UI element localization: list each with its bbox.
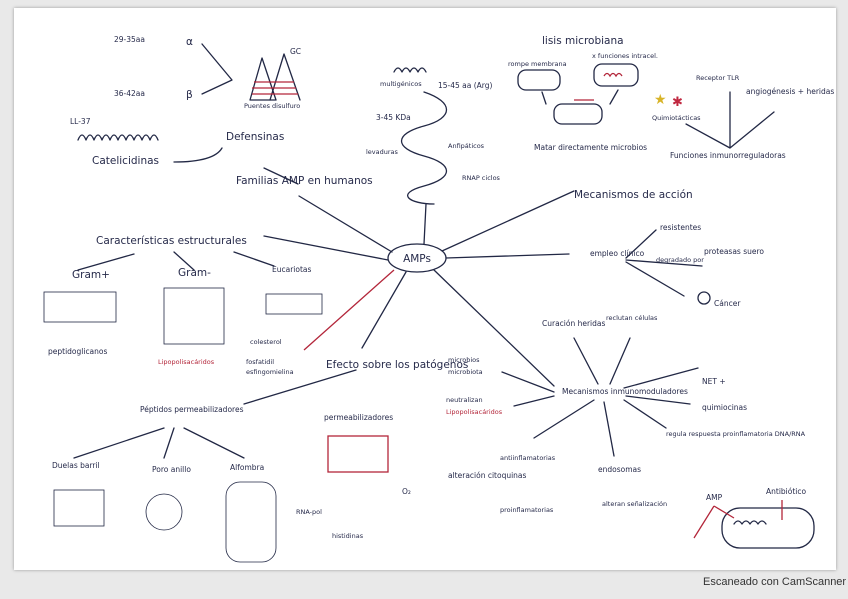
- radial-connectors: [263, 190, 575, 387]
- cancer-cell-icon: [697, 291, 711, 305]
- degradado-label: degradado por: [656, 256, 704, 264]
- x-microbios-label: microbios: [448, 356, 480, 364]
- alteran-label: alteran señalización: [602, 500, 667, 508]
- aa-size: 15-45 aa (Arg): [438, 81, 493, 90]
- microbiota-label: microbiota: [448, 368, 483, 376]
- puentes-label: Puentes disulfuro: [244, 102, 300, 110]
- kda-weight: 3-45 KDa: [376, 113, 411, 122]
- scanned-sheet: AMPs Familias AMP en humanos Defensinas …: [14, 8, 836, 570]
- eucariotas-label: Eucariotas: [272, 265, 312, 274]
- inmunomod-title: Mecanismos inmunomoduladores: [562, 387, 688, 396]
- funciones-arrows: [685, 91, 775, 149]
- colesterol-label: colesterol: [250, 338, 282, 346]
- ll37-label: LL-37: [70, 117, 91, 126]
- gram-neg-label: Gram-: [178, 267, 211, 279]
- beta-length: 36-42aa: [114, 89, 145, 98]
- center-label: AMPs: [403, 253, 431, 265]
- defensin-beta-sheet-icon: [249, 53, 301, 101]
- empleo-arrows: [625, 229, 703, 297]
- funciones-label: Funciones inmunorreguladoras: [670, 151, 786, 160]
- toroidal-pore-icon: [145, 493, 183, 531]
- rna-pol-label: RNA-pol: [296, 508, 322, 516]
- esfingomielina-label: esfingomielina: [246, 368, 294, 376]
- poro-label: Poro anillo: [152, 465, 191, 474]
- familias-title: Familias AMP en humanos: [236, 175, 373, 187]
- alpha-length: 29-35aa: [114, 35, 145, 44]
- alfombra-label: Alfombra: [230, 463, 264, 472]
- alpha-beta-arrows: [201, 43, 233, 95]
- membrane-diagrams: [43, 287, 323, 345]
- mind-map: AMPs Familias AMP en humanos Defensinas …: [43, 35, 834, 563]
- anfipaticos-label: Anfipáticos: [448, 142, 485, 150]
- beta-symbol: β: [186, 89, 193, 101]
- neutralizan-label: neutralizan: [446, 396, 483, 404]
- scanner-footer: Escaneado con CamScanner: [703, 576, 847, 588]
- ll37-helix-icon: [77, 134, 159, 141]
- gc-label: GC: [290, 47, 301, 56]
- rnap-label: RNAP ciclos: [462, 174, 501, 182]
- alteracion-label: alteración citoquinas: [448, 471, 527, 480]
- defensinas-label: Defensinas: [226, 131, 284, 143]
- gram-pos-label: Gram+: [72, 269, 110, 281]
- empleo-title: empleo clínico: [590, 249, 645, 258]
- resistentes-label: resistentes: [660, 223, 701, 232]
- bacterium-icon: [517, 69, 561, 91]
- endosomas-label: endosomas: [598, 465, 641, 474]
- alpha-symbol: α: [186, 36, 193, 48]
- flower-icon: ✱: [672, 95, 683, 110]
- peptidos-label: Péptidos permeabilizadores: [140, 405, 244, 414]
- receptor-label: Receptor TLR: [696, 74, 740, 82]
- peptidoglicanos-label: peptidoglicanos: [48, 347, 107, 356]
- bacterium-target-icon: [721, 507, 815, 549]
- mecanismos-title: Mecanismos de acción: [574, 189, 693, 201]
- catelicidinas-label: Catelicidinas: [92, 155, 159, 167]
- carpet-model-icon: [225, 481, 277, 563]
- antibiotico-label: Antibiótico: [766, 487, 806, 496]
- lps-label: Lipopolisacáridos: [158, 358, 215, 366]
- star-icon: ★: [654, 92, 667, 108]
- rompe-label: rompe membrana: [508, 60, 567, 68]
- antiinflamatorias-label: antiinflamatorias: [500, 454, 556, 462]
- curacion-label: Curación heridas: [542, 319, 605, 328]
- inmunomod-arrows: [501, 337, 699, 457]
- amp-label: AMP: [706, 493, 723, 502]
- membrane-icon: [327, 435, 389, 473]
- multigenes-label: multigénicos: [380, 80, 422, 88]
- proinflamatorias-label: proinflamatorias: [500, 506, 554, 514]
- efecto-title: Efecto sobre los patógenos: [326, 359, 468, 371]
- fosfatidil-label: fosfatidil: [246, 358, 274, 366]
- o2-label: O₂: [402, 487, 411, 496]
- net-label: NET +: [702, 377, 726, 386]
- caracteristicas-title: Características estructurales: [96, 235, 247, 247]
- regula-label: regula respuesta proinflamatoria DNA/RNA: [666, 430, 806, 438]
- quimiotacticas-label: Quimiotácticas: [652, 114, 701, 122]
- quimiocinas-label: quimiocinas: [702, 403, 747, 412]
- red-connector: [303, 269, 395, 351]
- matar-label: Matar directamente microbios: [534, 143, 647, 152]
- angiogenesis-label: angiogénesis + heridas: [746, 87, 834, 96]
- duelas-label: Duelas barril: [52, 461, 100, 470]
- barrel-pore-icon: [53, 489, 105, 527]
- levaduras-label: levaduras: [366, 148, 399, 156]
- lisis-label: lisis microbiana: [542, 35, 624, 47]
- proteasas-label: proteasas suero: [704, 247, 764, 256]
- reclutan-label: reclutan células: [606, 314, 658, 322]
- x-funciones-label: x funciones intracel.: [592, 52, 658, 60]
- no-permeab-label: permeabilizadores: [324, 413, 393, 422]
- cancer-label: Cáncer: [714, 299, 741, 308]
- amp-helix-icon: [401, 91, 447, 205]
- neutralizan-lps-label: Lipopolisacáridos: [446, 408, 503, 416]
- histidinas-label: histidinas: [332, 532, 364, 540]
